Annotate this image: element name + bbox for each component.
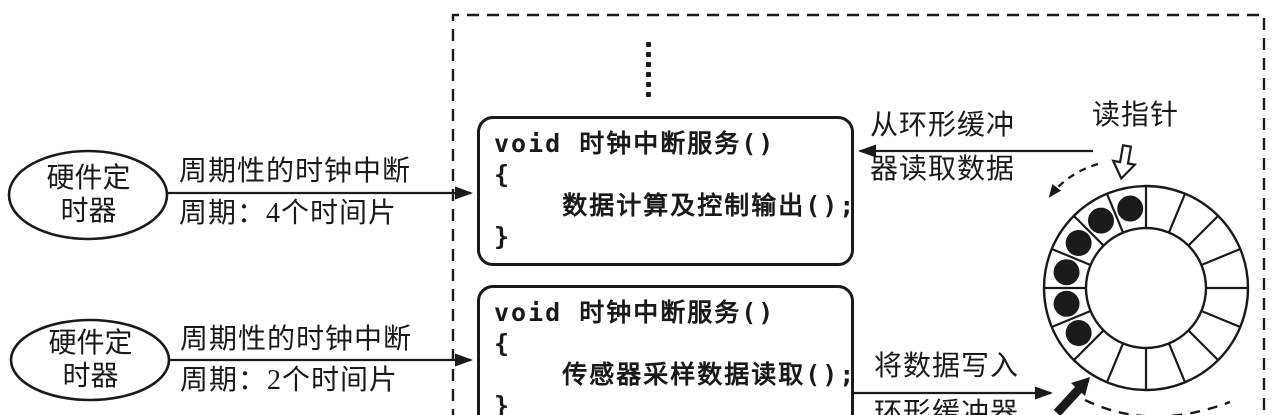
read-rotation-arc	[1048, 162, 1099, 198]
ring-segment-divider	[1105, 343, 1125, 383]
ellipsis-dot	[646, 62, 651, 67]
hardware-timer-1-label: 硬件定 时器	[10, 151, 167, 239]
ring-data-dot	[1087, 207, 1114, 234]
read-arrow-label-line-1: 从环形缓冲	[870, 110, 1016, 141]
ring-segment-divider	[1167, 193, 1187, 233]
code-box-clock-isr-sampling: void 时钟中断服务() { 传感器采样数据读取(); }	[477, 285, 854, 415]
ellipsis-dot	[646, 52, 651, 57]
interrupt-arrow-2-label-top: 周期性的时钟中断	[180, 324, 413, 355]
code-box-1-line-4: }	[494, 222, 512, 251]
hardware-timer-2-label: 硬件定 时器	[12, 320, 169, 400]
interrupt-arrow-1-label-top: 周期性的时钟中断	[179, 156, 412, 187]
ring-segment-divider	[1167, 343, 1187, 383]
timer-2-label-line-1: 硬件定	[48, 328, 133, 359]
ring-segment-divider	[1051, 309, 1091, 329]
read-pointer-arrow-icon	[1111, 144, 1138, 181]
dashed-boundary-box	[451, 13, 1266, 415]
write-arrow-label-line-2: 环形缓冲器	[874, 398, 1020, 415]
ring-data-dot	[1117, 195, 1144, 222]
ring-segment-divider	[1073, 329, 1105, 361]
hardware-timer-1-ellipse	[7, 149, 169, 241]
ring-segment-divider	[1201, 309, 1241, 329]
ellipsis-dot	[646, 92, 651, 97]
ring-segment-divider	[1201, 247, 1241, 267]
write-rotation-arc	[1084, 398, 1231, 415]
write-pointer-arrow-icon	[1053, 384, 1084, 415]
ring-segment-divider	[1105, 193, 1125, 233]
ring-data-dot	[1053, 290, 1080, 317]
ring-segment-divider	[1187, 215, 1219, 247]
read-arrow-label-line-2: 器读取数据	[870, 154, 1016, 185]
interrupt-arrow-2-label-bottom: 周期：2个时间片	[180, 365, 399, 396]
ring-data-dot	[1053, 259, 1080, 286]
code-box-1-line-3: 数据计算及控制输出();	[494, 191, 857, 220]
ring-buffer	[1042, 184, 1250, 392]
code-box-2-line-3: 传感器采样数据读取();	[494, 360, 857, 389]
ring-data-dot	[1065, 320, 1092, 347]
ring-inner-circle	[1084, 226, 1208, 350]
interrupt-arrow-1-label-bottom: 周期：4个时间片	[179, 198, 398, 229]
ring-segment-divider	[1073, 215, 1105, 247]
code-box-1-line-2: {	[494, 160, 512, 189]
timer-1-label-line-1: 硬件定	[46, 163, 131, 194]
code-box-clock-isr-output: void 时钟中断服务() { 数据计算及控制输出(); }	[477, 116, 854, 266]
read-pointer-label: 读指针	[1092, 100, 1180, 131]
ellipsis-dot	[646, 72, 651, 77]
ellipsis-dot	[646, 82, 651, 87]
code-box-2-line-2: {	[494, 329, 512, 358]
ring-data-dot	[1065, 229, 1092, 256]
ring-segment-divider	[1187, 329, 1219, 361]
vertical-ellipsis	[646, 42, 651, 97]
ellipsis-dot	[646, 42, 651, 47]
code-box-2-line-4: }	[494, 391, 512, 415]
timer-1-label-line-2: 时器	[60, 196, 117, 227]
write-pointer-arrowhead	[1071, 377, 1090, 396]
code-box-1-line-1: void 时钟中断服务()	[494, 129, 776, 158]
ring-segment-divider	[1051, 247, 1091, 267]
code-box-2-line-1: void 时钟中断服务()	[494, 298, 776, 327]
timer-2-label-line-2: 时器	[62, 361, 119, 392]
write-arrow-label-line-1: 将数据写入	[874, 351, 1020, 382]
